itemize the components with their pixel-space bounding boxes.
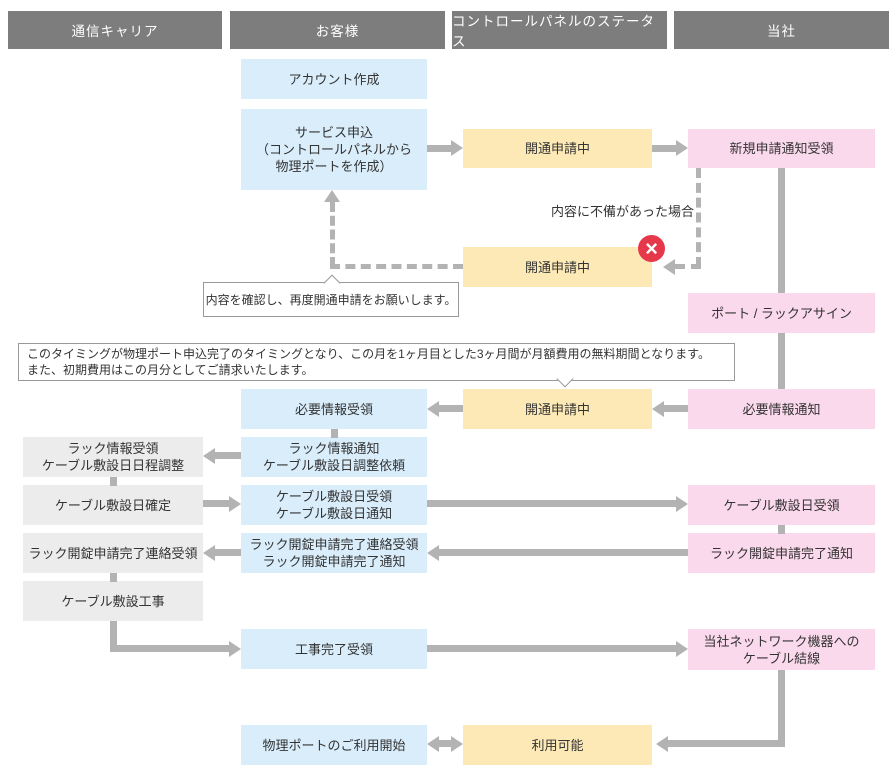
arrowhead-left-icon [663, 259, 675, 275]
connector-cabledate-rackunlock [778, 525, 785, 534]
line-portrack-to-infonotice [778, 333, 785, 389]
arrowhead-right-icon [451, 736, 463, 752]
arrow-shaft-usage-available [439, 740, 451, 747]
node-cable-date-fixed: ケーブル敷設日確定 [23, 485, 203, 525]
node-cable-date-received: ケーブル敷設日受領 [688, 485, 875, 525]
node-required-info-received: 必要情報受領 [241, 389, 427, 429]
dashed-line-retry-up [330, 202, 335, 267]
node-construction-complete-received: 工事完了受領 [241, 629, 427, 669]
arrowhead-right-icon [229, 641, 241, 657]
arrowhead-left-icon [652, 401, 664, 417]
arrowhead-right-icon [676, 641, 688, 657]
billing-note: このタイミングが物理ポート申込完了のタイミングとなり、この月を1ヶ月目とした3ヶ… [18, 343, 735, 381]
node-status-opening-3: 開通申請中 [463, 389, 652, 429]
arrowhead-left-icon [203, 448, 215, 464]
arrow-shaft-complete-to-connection [427, 645, 676, 652]
dashed-line-newrequest-down [696, 168, 701, 267]
connector-rackinfo-cabledate [110, 477, 117, 486]
elbow-connection-down [778, 670, 785, 747]
elbow-connection-left [668, 740, 778, 747]
node-port-usage-start: 物理ポートのご利用開始 [241, 725, 427, 765]
node-status-available: 利用可能 [463, 725, 652, 765]
arrow-shaft-cabledatenotice-to-received [427, 500, 676, 507]
arrowhead-right-icon [676, 496, 688, 512]
arrowhead-left-icon [656, 736, 668, 752]
dashed-line-status2-left [330, 264, 463, 269]
node-rack-info-notice: ラック情報通知 ケーブル敷設日調整依頼 [241, 437, 427, 477]
arrow-shaft-infonotice-to-status3 [664, 405, 688, 412]
node-status-opening-2: 開通申請中 [463, 247, 652, 287]
node-rack-info-received: ラック情報受領 ケーブル敷設日日程調整 [23, 437, 203, 477]
arrowhead-right-icon [229, 496, 241, 512]
node-new-request-received: 新規申請通知受領 [688, 129, 875, 168]
line-newrequest-to-portrack [778, 168, 785, 293]
node-rack-unlock-recv-notice: ラック開錠申請完了連絡受領 ラック開錠申請完了通知 [241, 533, 427, 573]
defect-case-label: 内容に不備があった場合 [550, 204, 694, 219]
node-rack-unlock-contact-received: ラック開錠申請完了連絡受領 [23, 533, 203, 573]
lane-header-control-panel-status: コントロールパネルのステータス [452, 11, 667, 49]
node-rack-unlock-notice: ラック開錠申請完了通知 [688, 533, 875, 573]
connector-unlockrecv-construction [110, 573, 117, 582]
connector-inforeceived-rackinfo [331, 429, 338, 438]
node-account-create: アカウント作成 [241, 59, 427, 99]
arrowhead-left-icon [427, 545, 439, 561]
node-cable-date-recv-notice: ケーブル敷設日受領 ケーブル敷設日通知 [241, 485, 427, 525]
arrow-shaft-rackinfonotice-to-received [215, 452, 241, 459]
arrowhead-left-icon [203, 545, 215, 561]
arrow-shaft-cabledatefixed-to-notice [203, 500, 229, 507]
lane-header-carrier: 通信キャリア [8, 11, 222, 49]
arrow-shaft-apply-to-status1 [427, 145, 451, 152]
arrow-shaft-status1-to-newrequest [652, 145, 676, 152]
node-cable-connection: 当社ネットワーク機器への ケーブル結線 [688, 629, 875, 670]
node-required-info-notice: 必要情報通知 [688, 389, 875, 429]
error-x-icon: × [638, 235, 665, 262]
node-status-opening-1: 開通申請中 [463, 129, 652, 168]
arrow-shaft-unlocknotice-to-recvnotice [439, 549, 688, 556]
arrowhead-up-icon [324, 190, 340, 202]
arrowhead-left-icon [427, 401, 439, 417]
elbow-construction-right [110, 645, 229, 652]
arrowhead-right-icon [451, 140, 463, 156]
lane-header-company: 当社 [674, 11, 889, 49]
node-service-apply: サービス申込 （コントロールパネルから 物理ポートを作成） [241, 109, 427, 190]
lane-header-customer: お客様 [230, 11, 445, 49]
node-port-rack-assign: ポート / ラックアサイン [688, 293, 875, 333]
dashed-line-to-error [675, 264, 701, 269]
elbow-construction-down [110, 621, 117, 652]
arrow-shaft-recvnotice-to-contactrecv [215, 549, 241, 556]
recheck-callout: 内容を確認し、再度開通申請をお願いします。 [203, 282, 459, 317]
arrowhead-right-icon [676, 140, 688, 156]
arrowhead-left-icon [427, 736, 439, 752]
node-cable-construction: ケーブル敷設工事 [23, 581, 203, 621]
arrow-shaft-status3-to-inforeceived [439, 405, 463, 412]
